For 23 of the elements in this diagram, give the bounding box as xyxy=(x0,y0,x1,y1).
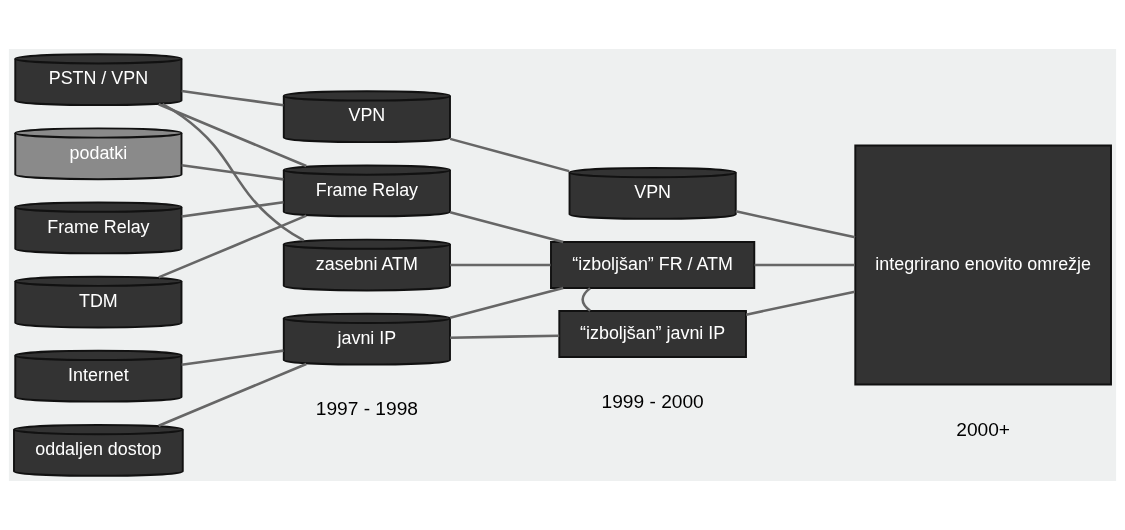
connector xyxy=(181,349,284,367)
connector xyxy=(581,287,591,312)
connector xyxy=(449,137,570,173)
label: 1997 - 1998 xyxy=(315,398,419,420)
node-box: integrirano enovito omrežje xyxy=(854,144,1112,386)
label: 1999 - 2000 xyxy=(601,390,704,412)
connector xyxy=(158,362,307,427)
connector xyxy=(754,263,855,267)
connector xyxy=(181,201,284,218)
connector xyxy=(745,290,856,316)
connector xyxy=(158,103,307,168)
node-box: “izboljšan” javni IP xyxy=(558,310,747,358)
connector xyxy=(181,163,284,181)
node-box: “izboljšan” FR / ATM xyxy=(550,241,756,289)
connector xyxy=(158,214,307,279)
connector xyxy=(735,210,856,239)
connector xyxy=(449,286,564,319)
connector xyxy=(450,263,551,267)
connector xyxy=(450,334,560,339)
connector xyxy=(161,103,305,242)
label: 2000+ xyxy=(956,418,1011,440)
connector xyxy=(449,211,564,244)
connector xyxy=(181,89,284,107)
